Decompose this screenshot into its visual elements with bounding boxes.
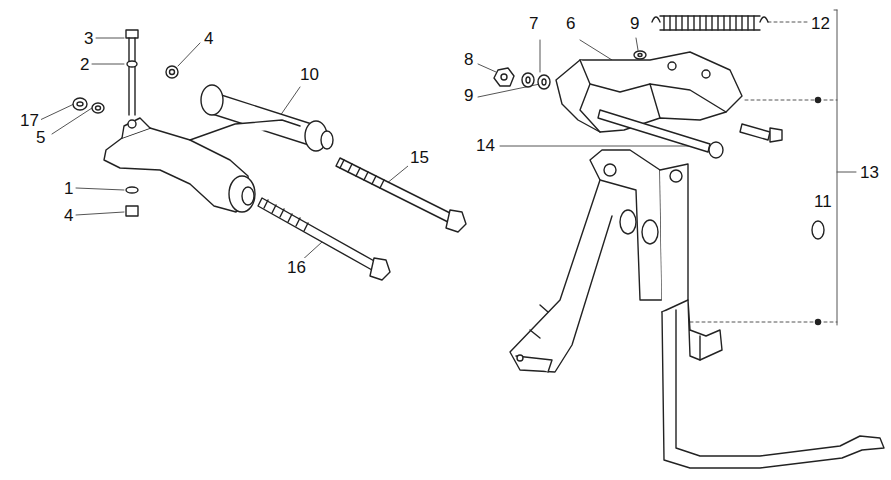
leader-dot bbox=[816, 320, 821, 325]
centre-stand bbox=[510, 150, 884, 468]
leader-lines bbox=[40, 10, 856, 325]
callout-number: 2 bbox=[78, 55, 91, 74]
callout-number: 14 bbox=[474, 136, 497, 155]
callout-number: 12 bbox=[809, 14, 832, 33]
callout-number: 4 bbox=[202, 29, 215, 48]
callout-number: 5 bbox=[34, 128, 47, 147]
nut-washers bbox=[494, 51, 646, 89]
long-bolt bbox=[336, 158, 466, 232]
callout-number: 9 bbox=[628, 14, 641, 33]
callout-number: 6 bbox=[564, 14, 577, 33]
callout-number: 7 bbox=[527, 14, 540, 33]
leader-dot bbox=[816, 98, 821, 103]
callout-number: 16 bbox=[285, 258, 308, 277]
callout-number: 4 bbox=[62, 206, 75, 225]
callout-number: 8 bbox=[462, 50, 475, 69]
callout-number: 10 bbox=[298, 65, 321, 84]
stand-bracket bbox=[556, 52, 742, 132]
bolt bbox=[73, 30, 178, 216]
callout-number: 11 bbox=[812, 192, 834, 211]
callout-number: 1 bbox=[62, 179, 75, 198]
callout-number: 13 bbox=[858, 163, 881, 182]
ring bbox=[812, 221, 824, 239]
callout-number: 15 bbox=[408, 148, 431, 167]
spring bbox=[652, 16, 768, 30]
long-bolt bbox=[258, 198, 390, 280]
callout-number: 9 bbox=[462, 86, 475, 105]
callout-number: 3 bbox=[82, 29, 95, 48]
swing-arm bbox=[104, 85, 333, 212]
